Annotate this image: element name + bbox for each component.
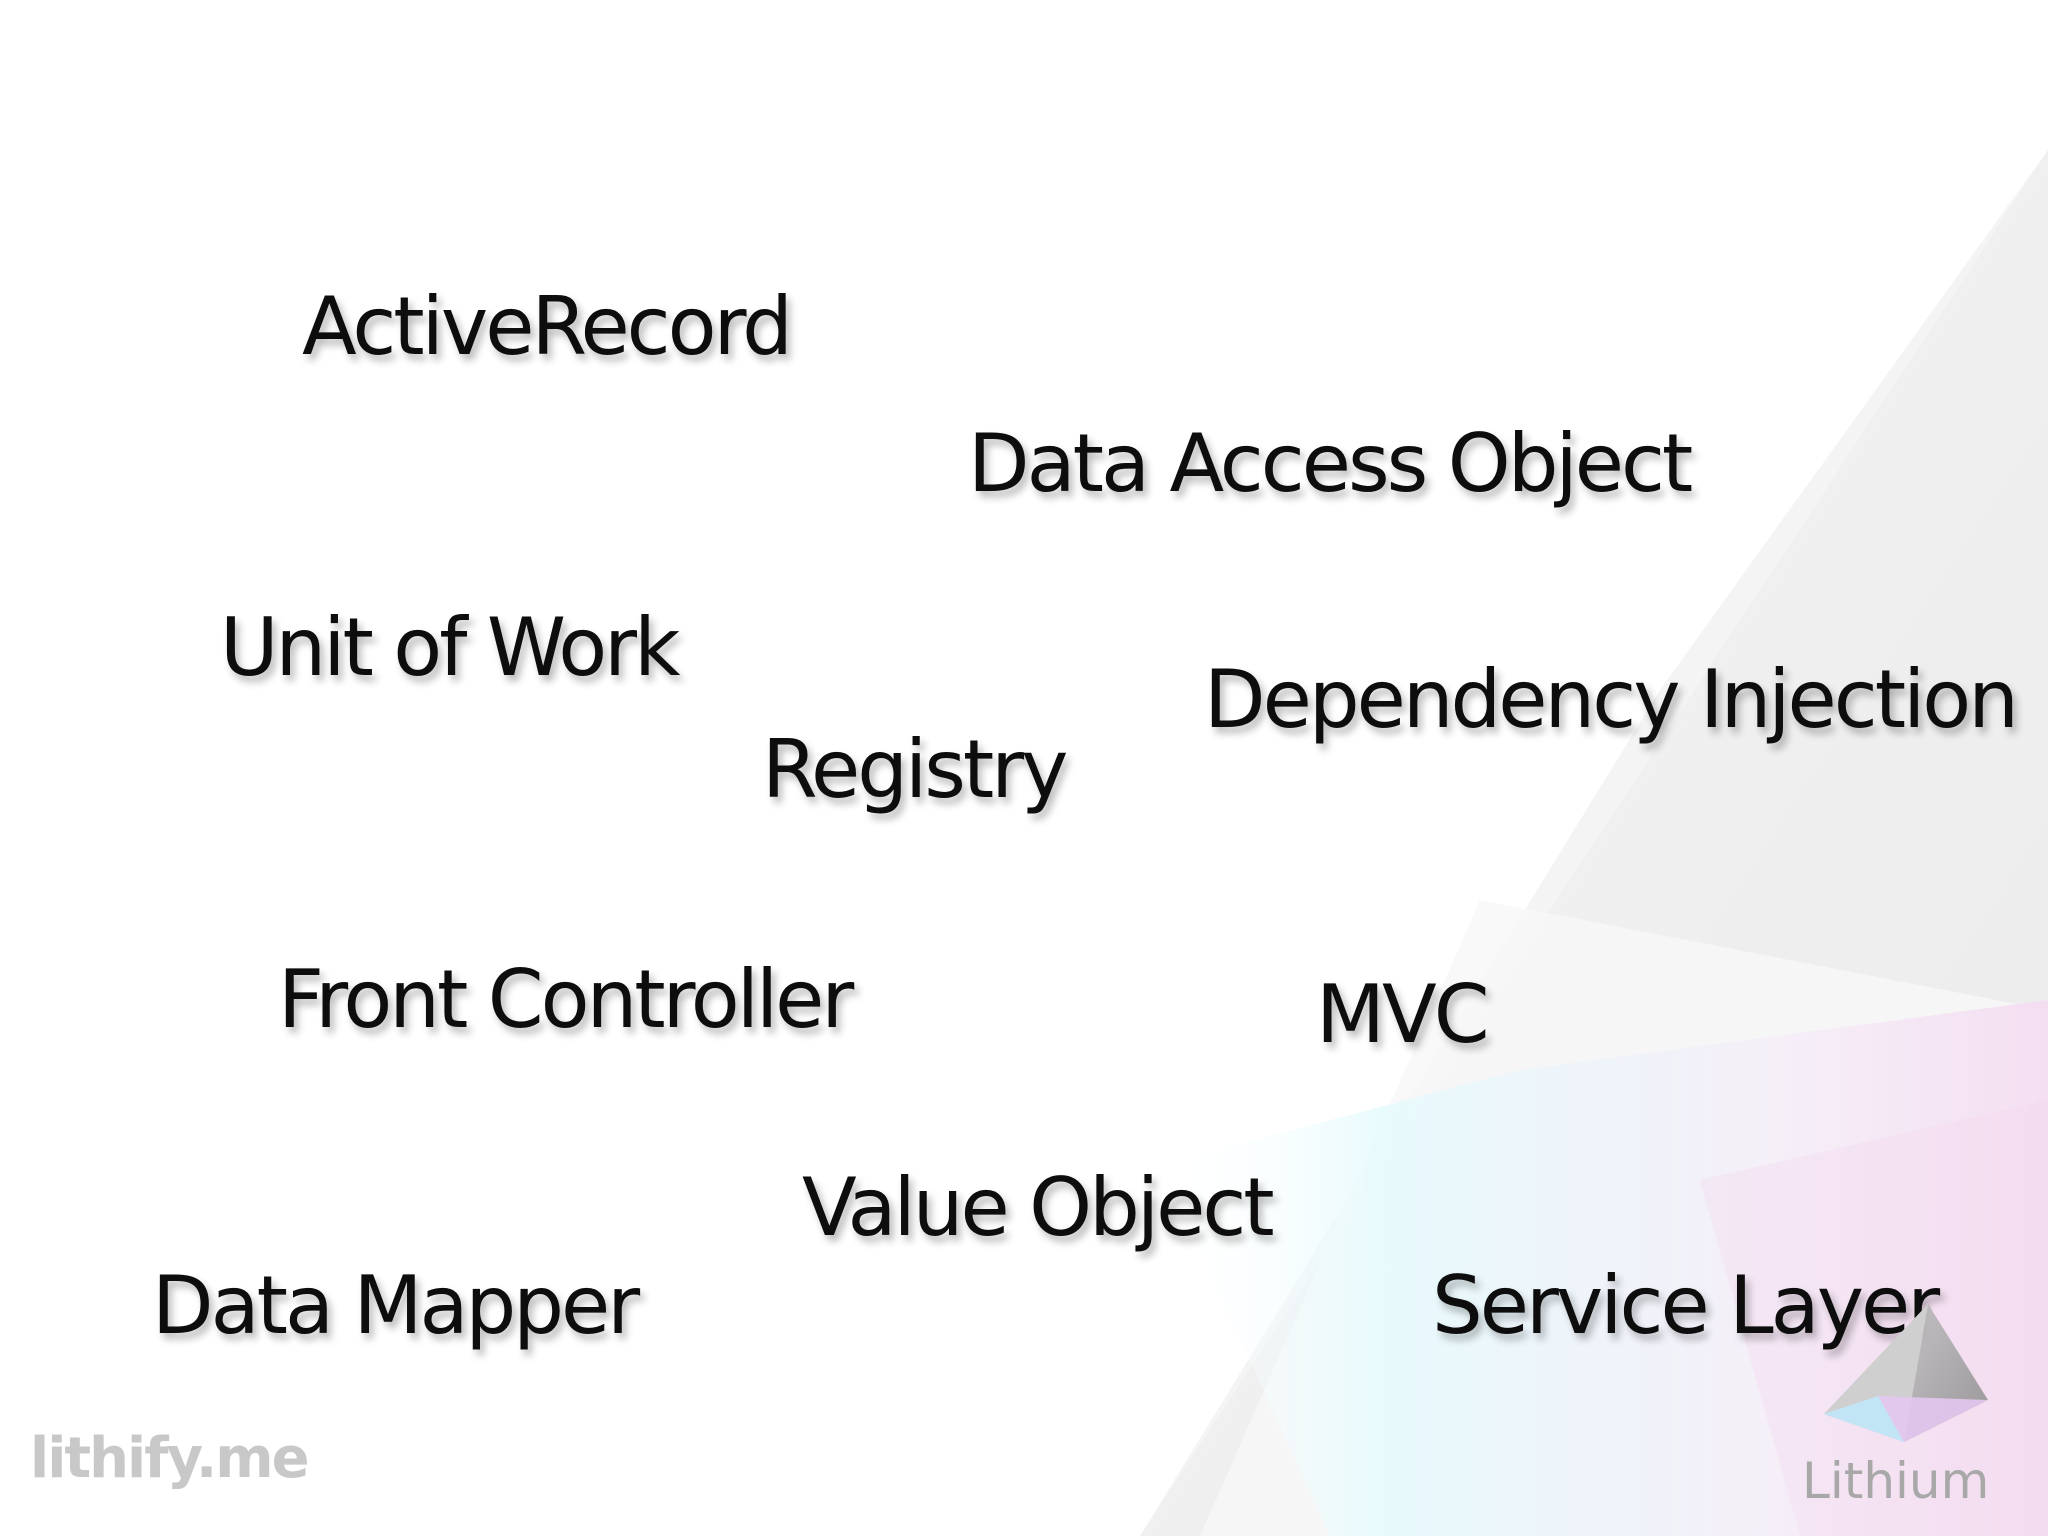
term-active-record: ActiveRecord [302, 280, 793, 373]
term-mvc: MVC [1316, 968, 1490, 1061]
term-service-layer: Service Layer [1432, 1259, 1940, 1352]
footer-site-url: lithify.me [30, 1426, 310, 1491]
brand-name: Lithium [1802, 1452, 1990, 1510]
term-data-mapper: Data Mapper [152, 1259, 640, 1352]
lithium-pyramid-icon [1824, 1304, 1988, 1442]
term-registry: Registry [762, 723, 1068, 816]
term-dependency-injection: Dependency Injection [1204, 653, 2019, 746]
term-front-controller: Front Controller [278, 953, 854, 1046]
term-unit-of-work: Unit of Work [220, 601, 680, 694]
term-value-object: Value Object [802, 1161, 1275, 1254]
term-data-access-object: Data Access Object [968, 417, 1693, 510]
